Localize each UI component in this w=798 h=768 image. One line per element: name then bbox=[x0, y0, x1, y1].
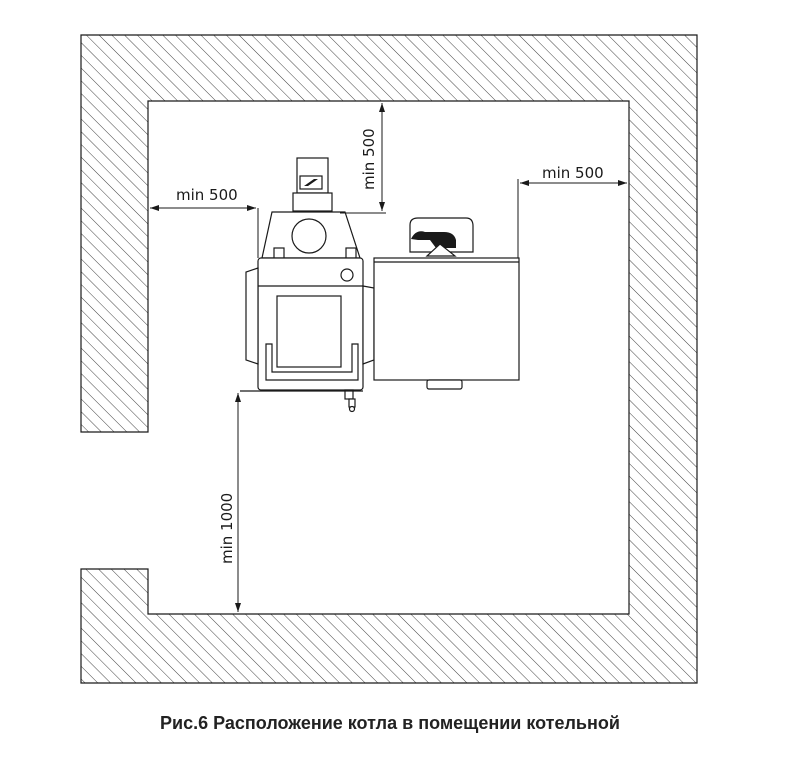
wall-upper-section bbox=[80, 34, 698, 684]
dimension-left bbox=[150, 205, 259, 258]
flue-collar bbox=[291, 218, 327, 254]
dimension-left-label: min 500 bbox=[176, 186, 238, 204]
figure-caption: Рис.6 Расположение котла в помещении кот… bbox=[160, 713, 620, 733]
dimension-right bbox=[517, 179, 627, 258]
dimension-right-label: min 500 bbox=[542, 164, 604, 182]
boiler-room-layout-diagram: min 500 min 500 min 500 min 1000 bbox=[80, 34, 698, 684]
dimension-front-label: min 1000 bbox=[218, 493, 236, 564]
boiler-door bbox=[276, 295, 342, 368]
boiler bbox=[240, 157, 375, 413]
right-side-panel bbox=[362, 285, 375, 365]
room-walls bbox=[80, 34, 698, 684]
left-side-panel bbox=[245, 267, 259, 365]
hopper-handle bbox=[426, 379, 463, 390]
hopper-body bbox=[373, 257, 520, 381]
burner-unit bbox=[373, 217, 520, 390]
gauge bbox=[340, 268, 354, 282]
dimension-top-label: min 500 bbox=[360, 128, 378, 190]
dimension-top bbox=[340, 103, 386, 214]
